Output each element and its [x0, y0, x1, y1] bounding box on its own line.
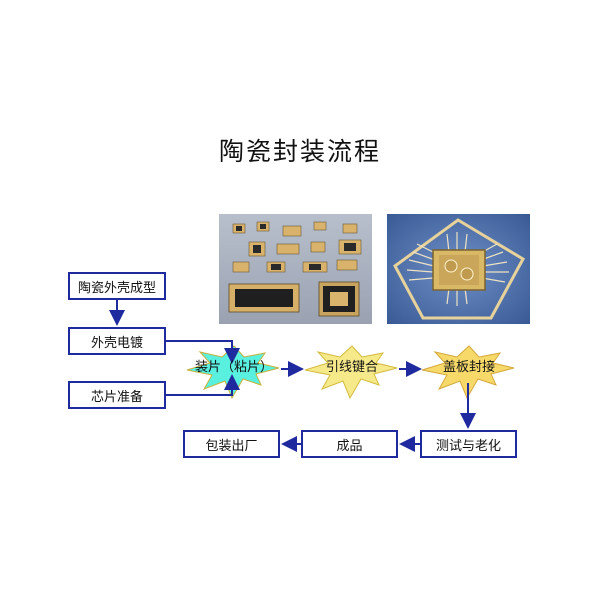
arrow-plating-to-die-attach — [166, 340, 240, 364]
die-attach-starburst — [186, 345, 280, 400]
wire-bonding-label: 引线键合 — [325, 360, 378, 375]
finished-product-box: 成品 — [301, 430, 398, 458]
wire-bonding-starburst — [304, 345, 398, 400]
ceramic-packages-photo — [219, 214, 372, 324]
packing-shipping-box: 包装出厂 — [183, 430, 280, 458]
test-aging-box: 测试与老化 — [420, 430, 517, 458]
shell-plating-box: 外壳电镀 — [68, 327, 166, 355]
ceramic-shell-forming-box: 陶瓷外壳成型 — [68, 272, 166, 300]
die-attach-label: 装片（粘片） — [194, 360, 273, 375]
lid-sealing-label: 盖板封接 — [442, 360, 495, 375]
page-title: 陶瓷封装流程 — [218, 137, 381, 166]
lead-frame-package-photo — [387, 214, 530, 324]
arrow-chip-to-die-attach — [166, 374, 240, 396]
chip-preparation-box: 芯片准备 — [68, 381, 166, 409]
